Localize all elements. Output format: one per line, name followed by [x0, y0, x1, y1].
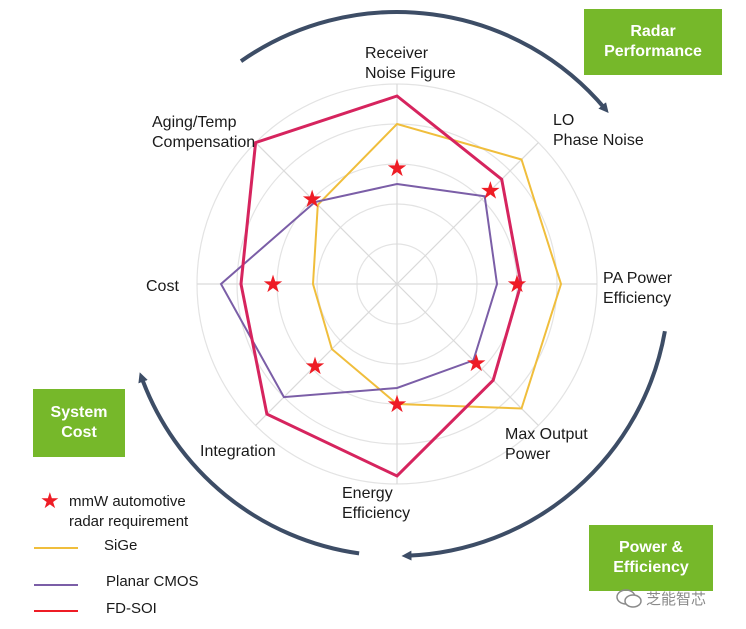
power-efficiency-line-2: Efficiency [613, 559, 689, 576]
axis-label-line: Phase Noise [553, 132, 644, 149]
radar-performance-line-2: Performance [604, 43, 702, 60]
axis-label-pa-power-efficiency: PA Power Efficiency [603, 269, 672, 309]
wechat-icon [616, 588, 642, 608]
legend-star-icon: ★ [40, 488, 60, 513]
requirement-star-point: ★ [465, 349, 487, 377]
series-planar-cmos [219, 182, 499, 399]
axis-label-cost: Cost [146, 277, 179, 297]
system-cost-line-1: System [50, 404, 108, 421]
category-arc-arrow [401, 330, 667, 561]
axis-label-line: Max Output [505, 426, 588, 443]
requirement-star-point: ★ [262, 270, 284, 298]
radar-performance-box: Radar Performance [584, 9, 722, 75]
legend-label-line: radar requirement [69, 513, 189, 530]
axis-label-line: Energy [342, 485, 393, 502]
category-arcs [138, 10, 667, 561]
requirement-star-point: ★ [480, 177, 502, 205]
legend-line-fd-soi [34, 610, 78, 612]
requirement-star-point: ★ [386, 390, 408, 418]
legend-label-fd-soi: FD-SOI [106, 600, 157, 617]
axis-label-receiver-noise-figure: Receiver Noise Figure [365, 44, 456, 84]
radar-series [219, 94, 563, 478]
axis-label-max-output-power: Max Output Power [505, 425, 588, 465]
legend-label-sige: SiGe [104, 537, 138, 554]
legend-line-planar-cmos [34, 584, 78, 586]
radar-performance-line-1: Radar [630, 23, 676, 40]
axis-spoke [396, 142, 539, 285]
axis-label-line: Power [505, 446, 551, 463]
category-arc-arrow [138, 372, 360, 556]
requirement-star-point: ★ [506, 270, 528, 298]
axis-label-line: PA Power [603, 270, 673, 287]
system-cost-line-2: Cost [61, 424, 97, 441]
category-arc-arrow [239, 10, 609, 114]
axis-spoke [255, 283, 398, 426]
axis-label-line: Noise Figure [365, 65, 456, 82]
watermark-text: 芝能智芯 [646, 591, 707, 608]
system-cost-box: System Cost [33, 389, 125, 457]
requirement-star-point: ★ [304, 352, 326, 380]
axis-label-line: Efficiency [603, 290, 672, 307]
axis-spoke [396, 283, 539, 426]
legend-label-planar-cmos: Planar CMOS [106, 573, 199, 590]
axis-label-line: Receiver [365, 45, 429, 62]
requirement-star-point: ★ [386, 154, 408, 182]
legend-label-requirement: mmW automotive radar requirement [69, 492, 188, 532]
radar-grid [196, 83, 598, 485]
axis-label-line: Compensation [152, 134, 256, 151]
axis-label-line: Efficiency [342, 505, 411, 522]
axis-label-line: Cost [146, 278, 179, 295]
axis-label-line: LO [553, 112, 575, 129]
series-sige [311, 122, 563, 410]
axis-label-lo-phase-noise: LO Phase Noise [553, 111, 644, 151]
axis-label-line: Integration [200, 443, 276, 460]
axis-label-line: Aging/Temp [152, 114, 237, 131]
requirement-star-point: ★ [301, 185, 323, 213]
legend-label-line: mmW automotive [69, 493, 186, 510]
power-efficiency-line-1: Power & [618, 539, 683, 556]
legend-line-sige [34, 547, 78, 549]
series-fd-soi [239, 94, 523, 478]
axis-label-aging-temp-compensation: Aging/Temp Compensation [152, 113, 255, 153]
watermark: 芝能智芯 [616, 588, 706, 609]
power-efficiency-box: Power & Efficiency [589, 525, 713, 591]
axis-label-energy-efficiency: Energy Efficiency [342, 484, 410, 524]
axis-spoke [255, 142, 398, 285]
axis-label-integration: Integration [200, 442, 276, 462]
requirement-stars: ★ ★ ★ ★ ★ ★ ★ ★ [262, 154, 528, 418]
